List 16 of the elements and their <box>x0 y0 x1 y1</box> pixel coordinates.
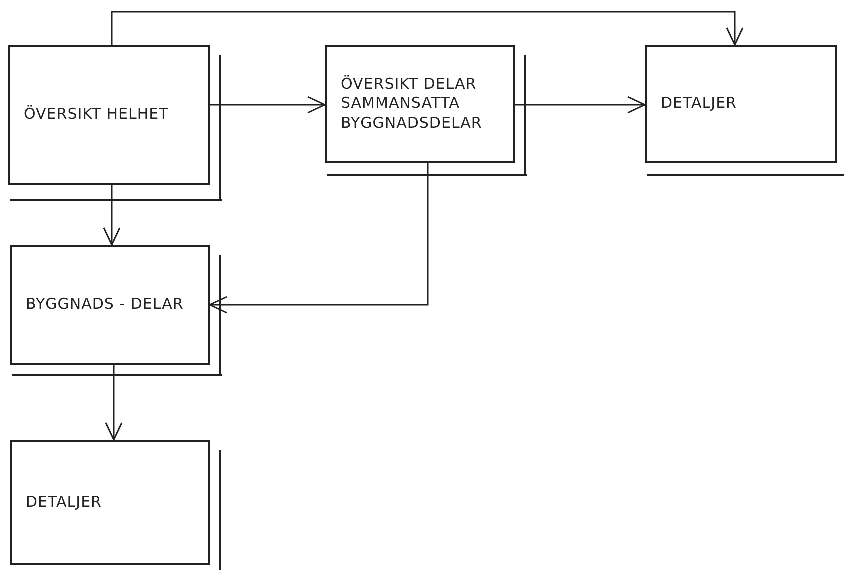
process-box <box>645 45 837 163</box>
arrow <box>209 163 429 314</box>
process-box <box>325 45 515 163</box>
box-label: BYGGNADS - DELAR <box>26 295 184 315</box>
process-box <box>8 45 210 185</box>
box-label: DETALJER <box>661 94 737 114</box>
arrow <box>103 185 121 246</box>
process-box <box>10 245 210 365</box>
box-label: DETALJER <box>26 492 102 512</box>
arrow <box>210 96 326 114</box>
box-label: ÖVERSIKT DELAR SAMMANSATTA BYGGNADSDELAR <box>341 74 484 134</box>
process-box <box>10 440 210 565</box>
arrow <box>515 96 646 114</box>
box-label: ÖVERSIKT HELHET <box>24 105 169 125</box>
arrow <box>105 365 123 441</box>
arrow <box>111 11 744 46</box>
